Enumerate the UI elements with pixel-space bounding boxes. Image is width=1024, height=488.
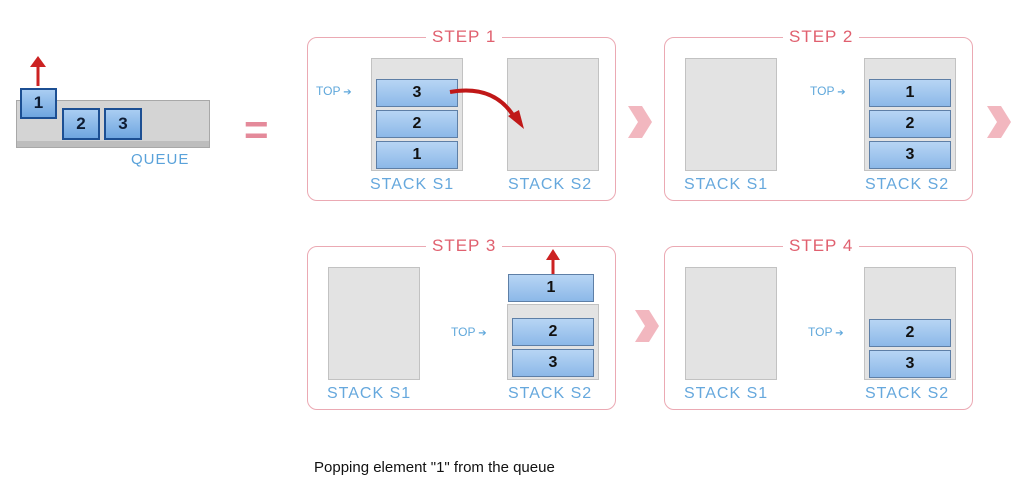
stack-s1-label: STACK S1 [684,385,769,402]
top-indicator: TOP ➔ [451,325,487,339]
stack-cell: 2 [376,110,458,138]
stack-s2-label: STACK S2 [865,385,950,402]
stack-s2-label: STACK S2 [508,385,593,402]
step-title: STEP 2 [783,27,860,47]
stack-cell: 3 [376,79,458,107]
queue-cell: 3 [104,108,142,140]
stack-cell: 1 [869,79,951,107]
queue-label: QUEUE [131,151,190,168]
stack-cell: 1 [376,141,458,169]
next-step-chevron-icon [628,106,652,138]
transfer-arrow-icon [449,88,524,129]
top-label: TOP [316,84,341,98]
stack-cell: 3 [869,350,951,378]
step-2-panel: STEP 2 TOP ➔ 1 2 3 STACK S1 STACK S2 [664,27,973,201]
stack-cell: 2 [869,319,951,347]
step-3-panel: STEP 3 1 TOP ➔ 2 3 STACK S1 STACK S2 [307,236,616,410]
stack-cell: 3 [869,141,951,169]
pop-arrow-icon [546,249,560,274]
stack-cell: 2 [512,318,594,346]
step-4-panel: STEP 4 TOP ➔ 2 3 STACK S1 STACK S2 [664,236,973,410]
step-title: STEP 3 [426,236,503,256]
stack-s1: 3 2 1 [371,58,463,171]
next-step-chevron-icon [635,310,659,342]
stack-s2-label: STACK S2 [508,176,593,193]
stack-cell: 3 [512,349,594,377]
stack-s1 [328,267,420,380]
stack-s2: 2 3 [507,304,599,380]
queue-cell: 2 [62,108,100,140]
right-arrow-icon: ➔ [834,87,846,98]
stack-s1 [685,267,777,380]
equals-sign: = [244,106,269,153]
popped-cell: 1 [508,274,594,302]
right-arrow-icon: ➔ [340,87,352,98]
queue-popped-cell: 1 [20,88,57,119]
top-label: TOP [810,84,835,98]
step-title: STEP 1 [426,27,503,47]
top-label: TOP [808,325,833,339]
stack-cell: 2 [869,110,951,138]
top-indicator: TOP ➔ [810,84,846,98]
next-step-chevron-icon [987,106,1011,138]
top-indicator: TOP ➔ [316,84,352,98]
pop-arrow-icon [30,56,46,86]
stack-s1-label: STACK S1 [327,385,412,402]
stack-s1-label: STACK S1 [684,176,769,193]
step-1-panel: STEP 1 TOP ➔ 3 2 1 STACK S1 STACK S2 [307,27,616,201]
stack-s1-label: STACK S1 [370,176,455,193]
top-indicator: TOP ➔ [808,325,844,339]
stack-s2 [507,58,599,171]
step-title: STEP 4 [783,236,860,256]
caption: Popping element "1" from the queue [314,459,555,476]
top-label: TOP [451,325,476,339]
stack-s2: 2 3 [864,267,956,380]
stack-s2: 1 2 3 [864,58,956,171]
right-arrow-icon: ➔ [832,328,844,339]
stack-s2-label: STACK S2 [865,176,950,193]
right-arrow-icon: ➔ [475,328,487,339]
stack-s1 [685,58,777,171]
